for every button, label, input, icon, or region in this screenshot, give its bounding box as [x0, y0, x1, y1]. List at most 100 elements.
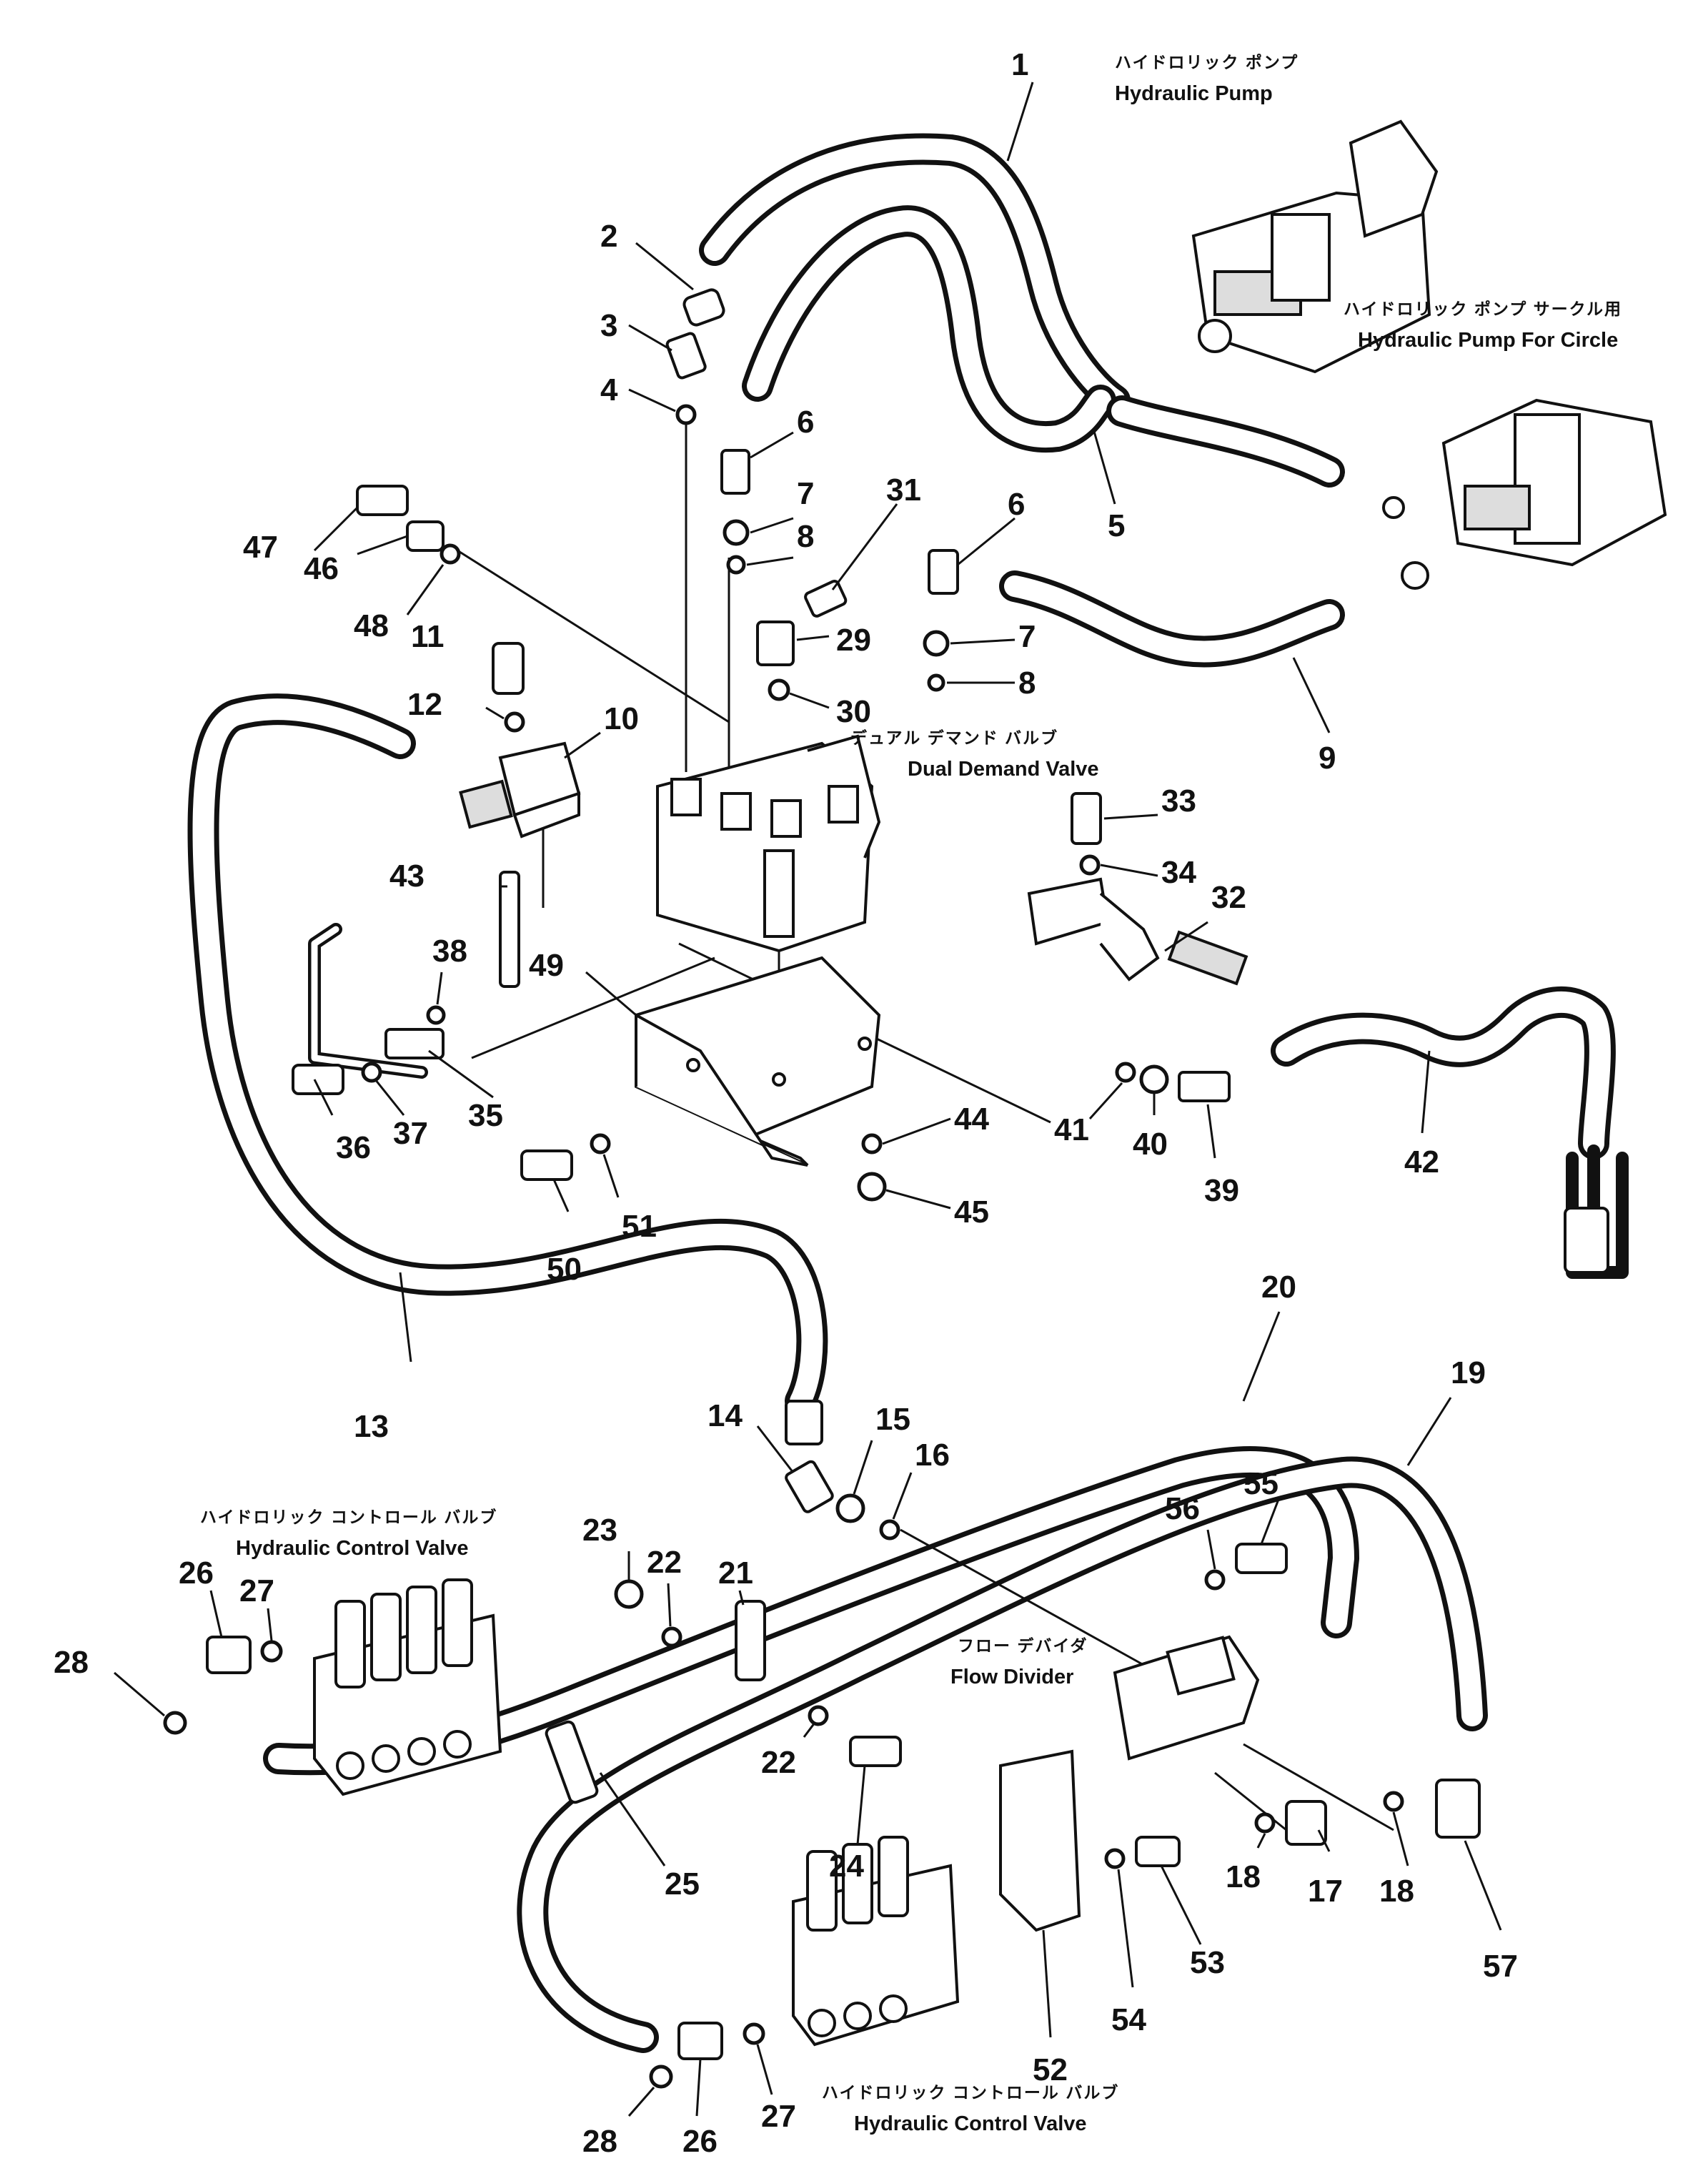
- callout-57: 57: [1483, 1949, 1518, 1984]
- elbow-6b: [928, 549, 959, 595]
- washer-34: [1079, 854, 1101, 876]
- callout-34: 34: [1161, 855, 1196, 890]
- fitting-29: [756, 620, 795, 666]
- leader-lines: [114, 81, 1502, 2117]
- elbow-57: [1435, 1779, 1481, 1839]
- callout-35: 35: [468, 1098, 503, 1133]
- callout-22a: 22: [647, 1545, 682, 1580]
- oring-18b: [1383, 1791, 1404, 1812]
- bolt-50: [520, 1149, 573, 1181]
- callout-15: 15: [875, 1402, 910, 1437]
- callout-36: 36: [336, 1130, 371, 1165]
- bolt-33: [1071, 792, 1102, 845]
- callout-6b: 6: [1008, 487, 1025, 522]
- callout-17: 17: [1308, 1874, 1343, 1909]
- fittings: [163, 288, 1609, 2089]
- hose-end-42: [1564, 1207, 1609, 1274]
- callout-7b: 7: [1018, 619, 1036, 654]
- callout-54: 54: [1111, 2002, 1146, 2037]
- callout-11: 11: [411, 619, 445, 654]
- callout-32: 32: [1211, 880, 1246, 915]
- callout-31: 31: [886, 473, 921, 508]
- bolt-53: [1135, 1836, 1181, 1867]
- pipe-line-48: [457, 549, 730, 723]
- fitting-2: [682, 288, 725, 327]
- callout-42: 42: [1404, 1144, 1439, 1180]
- flow-divider-bracket-52: [999, 1749, 1081, 1932]
- hydraulic-pump-for-circle: [1382, 398, 1667, 590]
- fitting-26b: [677, 2022, 723, 2060]
- callout-8a: 8: [797, 519, 814, 554]
- mounting-bracket-49: [635, 956, 881, 1167]
- callout-55: 55: [1243, 1466, 1278, 1501]
- hydraulic-pump-label-en: Hydraulic Pump: [1115, 82, 1273, 105]
- oring-38: [426, 1005, 446, 1025]
- fitting-26a: [206, 1636, 252, 1674]
- washer-37: [361, 1062, 382, 1083]
- oring-30: [768, 678, 790, 701]
- washer-56: [1204, 1569, 1226, 1591]
- elbow-6a: [720, 449, 750, 495]
- washer-22a: [661, 1626, 682, 1648]
- hose-19: [517, 1456, 1488, 2053]
- hose-5: [742, 205, 1345, 488]
- plug-28b: [649, 2064, 673, 2089]
- washer-54: [1104, 1848, 1126, 1869]
- callout-56: 56: [1165, 1491, 1200, 1526]
- callout-46: 46: [304, 551, 339, 586]
- callout-22b: 22: [761, 1745, 796, 1780]
- hydraulic-control-valve-left: [313, 1578, 502, 1796]
- clamp-21: [735, 1600, 766, 1681]
- clamp-25: [545, 1720, 599, 1804]
- nut-40: [1139, 1064, 1169, 1094]
- nut-7a: [723, 519, 750, 546]
- callout-12: 12: [407, 687, 442, 722]
- callout-5: 5: [1108, 508, 1125, 543]
- callout-49: 49: [529, 948, 564, 983]
- callout-37: 37: [393, 1116, 428, 1151]
- hydraulic-pump: [1191, 119, 1439, 374]
- oring-16: [879, 1519, 900, 1541]
- callout-27a: 27: [239, 1573, 274, 1608]
- dual-demand-valve-label-en: Dual Demand Valve: [908, 758, 1099, 781]
- callout-23: 23: [582, 1513, 617, 1548]
- callout-52: 52: [1033, 2052, 1068, 2087]
- callout-29: 29: [836, 623, 871, 658]
- nut-23: [614, 1579, 644, 1609]
- fitting-31: [804, 580, 848, 618]
- callout-39: 39: [1204, 1173, 1239, 1208]
- callout-2: 2: [600, 219, 617, 254]
- fitting-46: [406, 520, 445, 552]
- flow-divider: [999, 1635, 1260, 1932]
- callout-16: 16: [915, 1438, 950, 1473]
- washer-44: [861, 1133, 883, 1154]
- oring-8a: [726, 555, 746, 575]
- hydraulic-pump-label-jp: ハイドロリック ポンプ: [1115, 53, 1299, 71]
- washer-22b: [808, 1705, 829, 1726]
- hose-13: [187, 693, 828, 1417]
- callout-40: 40: [1133, 1127, 1168, 1162]
- plug-28a: [163, 1711, 187, 1735]
- callout-27b: 27: [761, 2099, 796, 2134]
- callout-24: 24: [829, 1849, 864, 1884]
- oring-8b: [927, 673, 945, 692]
- bolt-43: [499, 871, 520, 988]
- hose-42: [1271, 986, 1616, 1159]
- valve-block-32: [1027, 877, 1248, 986]
- oring-48: [440, 543, 461, 565]
- bolt-24: [849, 1736, 902, 1767]
- valve-block-10: [459, 741, 581, 839]
- callout-18a: 18: [1226, 1859, 1261, 1894]
- callout-8b: 8: [1018, 666, 1036, 701]
- callout-1: 1: [1011, 47, 1028, 82]
- callout-20: 20: [1261, 1270, 1296, 1305]
- elbow-17: [1285, 1800, 1327, 1846]
- washer-12: [504, 711, 525, 733]
- part-number-callouts: 1 2 3 4 5 6 6 7 7 8 8 9 10 11 12 13 14 1…: [54, 47, 1518, 2159]
- callout-4: 4: [600, 372, 618, 407]
- dual-demand-valve-label-jp: デュアル デマンド バルブ: [850, 728, 1058, 747]
- callout-9: 9: [1319, 741, 1336, 776]
- bolt-11: [492, 642, 525, 695]
- callout-38: 38: [432, 934, 467, 969]
- dual-demand-valve: [656, 734, 881, 953]
